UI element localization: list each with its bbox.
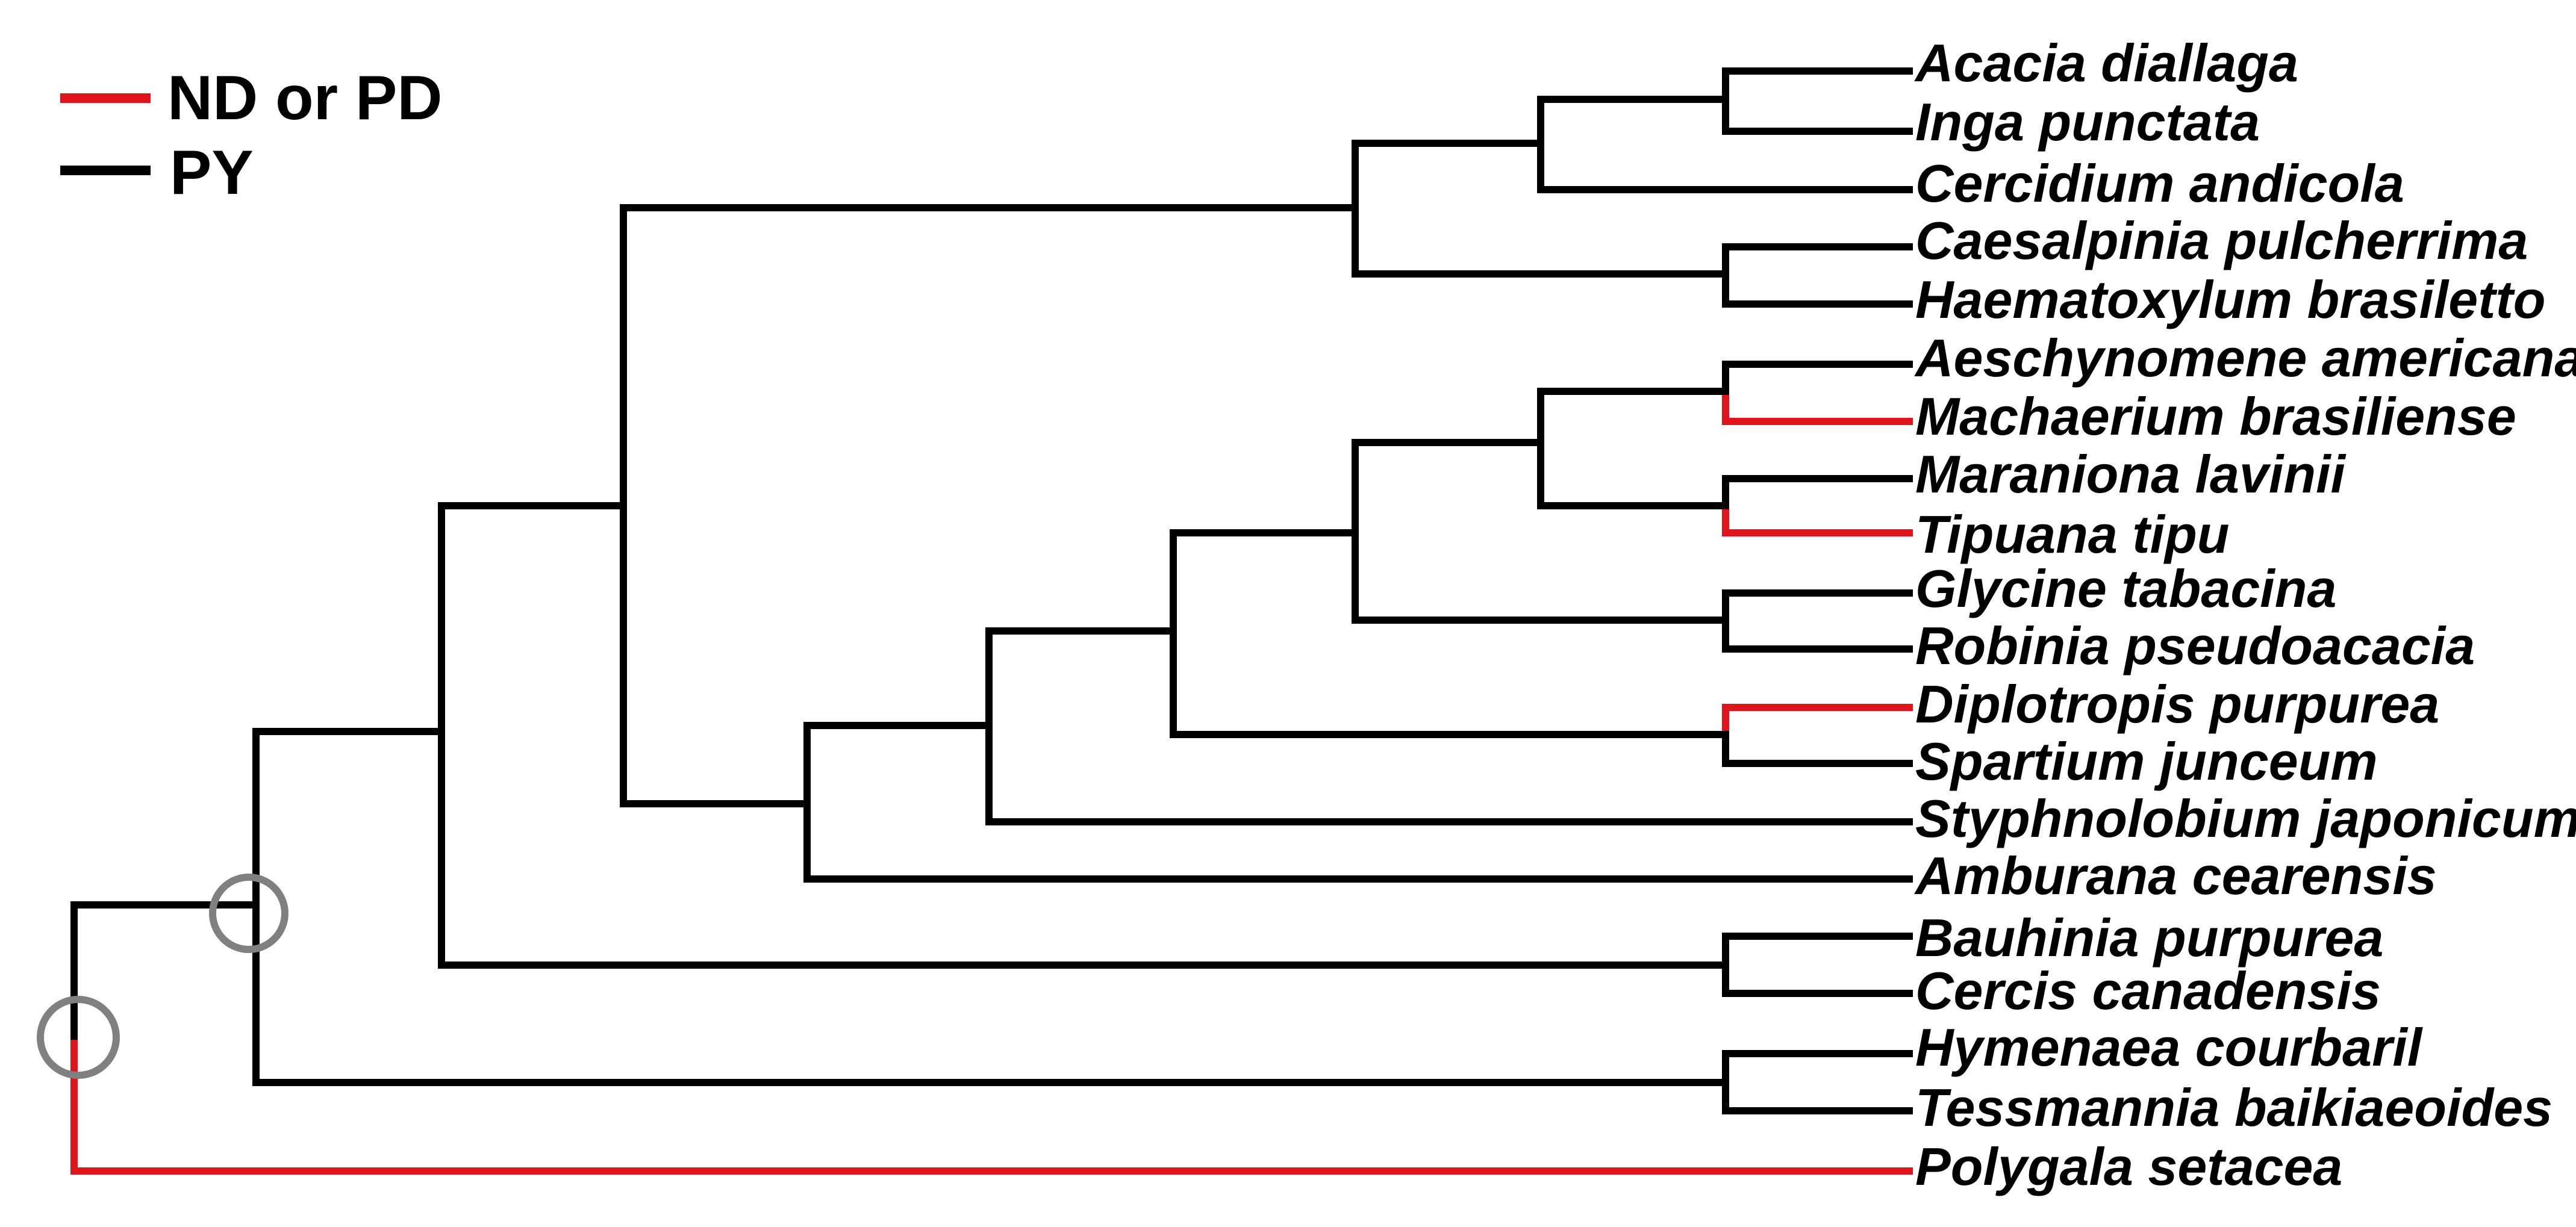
taxon-label: Styphnolobium japonicum bbox=[1915, 789, 2576, 848]
branch-hymenaea bbox=[1722, 1050, 1913, 1114]
branch-aeschynomene bbox=[1722, 361, 1913, 395]
taxon-label: Hymenaea courbaril bbox=[1915, 1017, 2423, 1077]
branch-maraniona bbox=[1722, 475, 1913, 509]
taxon-label: Tipuana tipu bbox=[1915, 505, 2229, 564]
branch-glycine bbox=[1722, 589, 1913, 653]
highlighted-nodes bbox=[37, 874, 288, 1079]
branch-acacia bbox=[1722, 67, 1913, 135]
branch-tipuana bbox=[1722, 502, 1913, 536]
branch-dalbergioid bbox=[1537, 388, 1729, 509]
branch-bauhinia bbox=[1722, 933, 1913, 997]
branch-spartium bbox=[1722, 731, 1913, 767]
branch-cercidoid-node bbox=[438, 502, 1729, 969]
taxon-label: Aeschynomene americana bbox=[1914, 328, 2576, 388]
branch-styphnolobium bbox=[985, 627, 1913, 825]
taxon-label: Amburana cearensis bbox=[1914, 846, 2437, 905]
taxon-label: Inga punctata bbox=[1915, 92, 2260, 152]
branch-root-legume bbox=[70, 901, 260, 1047]
taxon-label: Caesalpinia pulcherrima bbox=[1915, 211, 2528, 270]
taxon-label: Cercidium andicola bbox=[1915, 154, 2404, 213]
taxon-label: Machaerium brasiliense bbox=[1915, 387, 2516, 446]
legend-label-nd-pd: ND or PD bbox=[167, 63, 442, 133]
taxon-label: Bauhinia purpurea bbox=[1915, 908, 2383, 968]
taxon-label: Haematoxylum brasiletto bbox=[1915, 270, 2546, 329]
taxon-label: Maraniona lavinii bbox=[1915, 444, 2347, 504]
taxon-label: Spartium junceum bbox=[1915, 732, 2378, 791]
taxon-label: Acacia diallaga bbox=[1914, 33, 2298, 93]
taxon-label: Cercis canadensis bbox=[1915, 961, 2381, 1020]
branch-caesalpinia bbox=[1722, 243, 1913, 308]
taxon-label: Polygala setacea bbox=[1915, 1137, 2342, 1196]
tree-branches bbox=[70, 67, 1913, 1175]
taxon-label: Robinia pseudoacacia bbox=[1915, 616, 2475, 676]
branch-amburana bbox=[803, 722, 1913, 883]
taxon-label: Diplotropis purpurea bbox=[1915, 674, 2439, 734]
taxon-label: Glycine tabacina bbox=[1915, 559, 2336, 618]
branch-papilionoid-mid bbox=[1170, 529, 1729, 738]
taxon-labels: Acacia diallaga Inga punctata Cercidium … bbox=[1914, 33, 2576, 1196]
node-circle-legume bbox=[209, 874, 288, 953]
branch-machaerium bbox=[1722, 388, 1913, 425]
node-circle-root bbox=[37, 996, 120, 1079]
legend: ND or PD PY bbox=[60, 63, 442, 208]
taxon-label: Tessmannia baikiaeoides bbox=[1915, 1078, 2553, 1137]
branch-polygala bbox=[70, 1040, 1913, 1175]
legend-label-py: PY bbox=[170, 138, 254, 208]
branch-diplotropis bbox=[1722, 704, 1913, 738]
